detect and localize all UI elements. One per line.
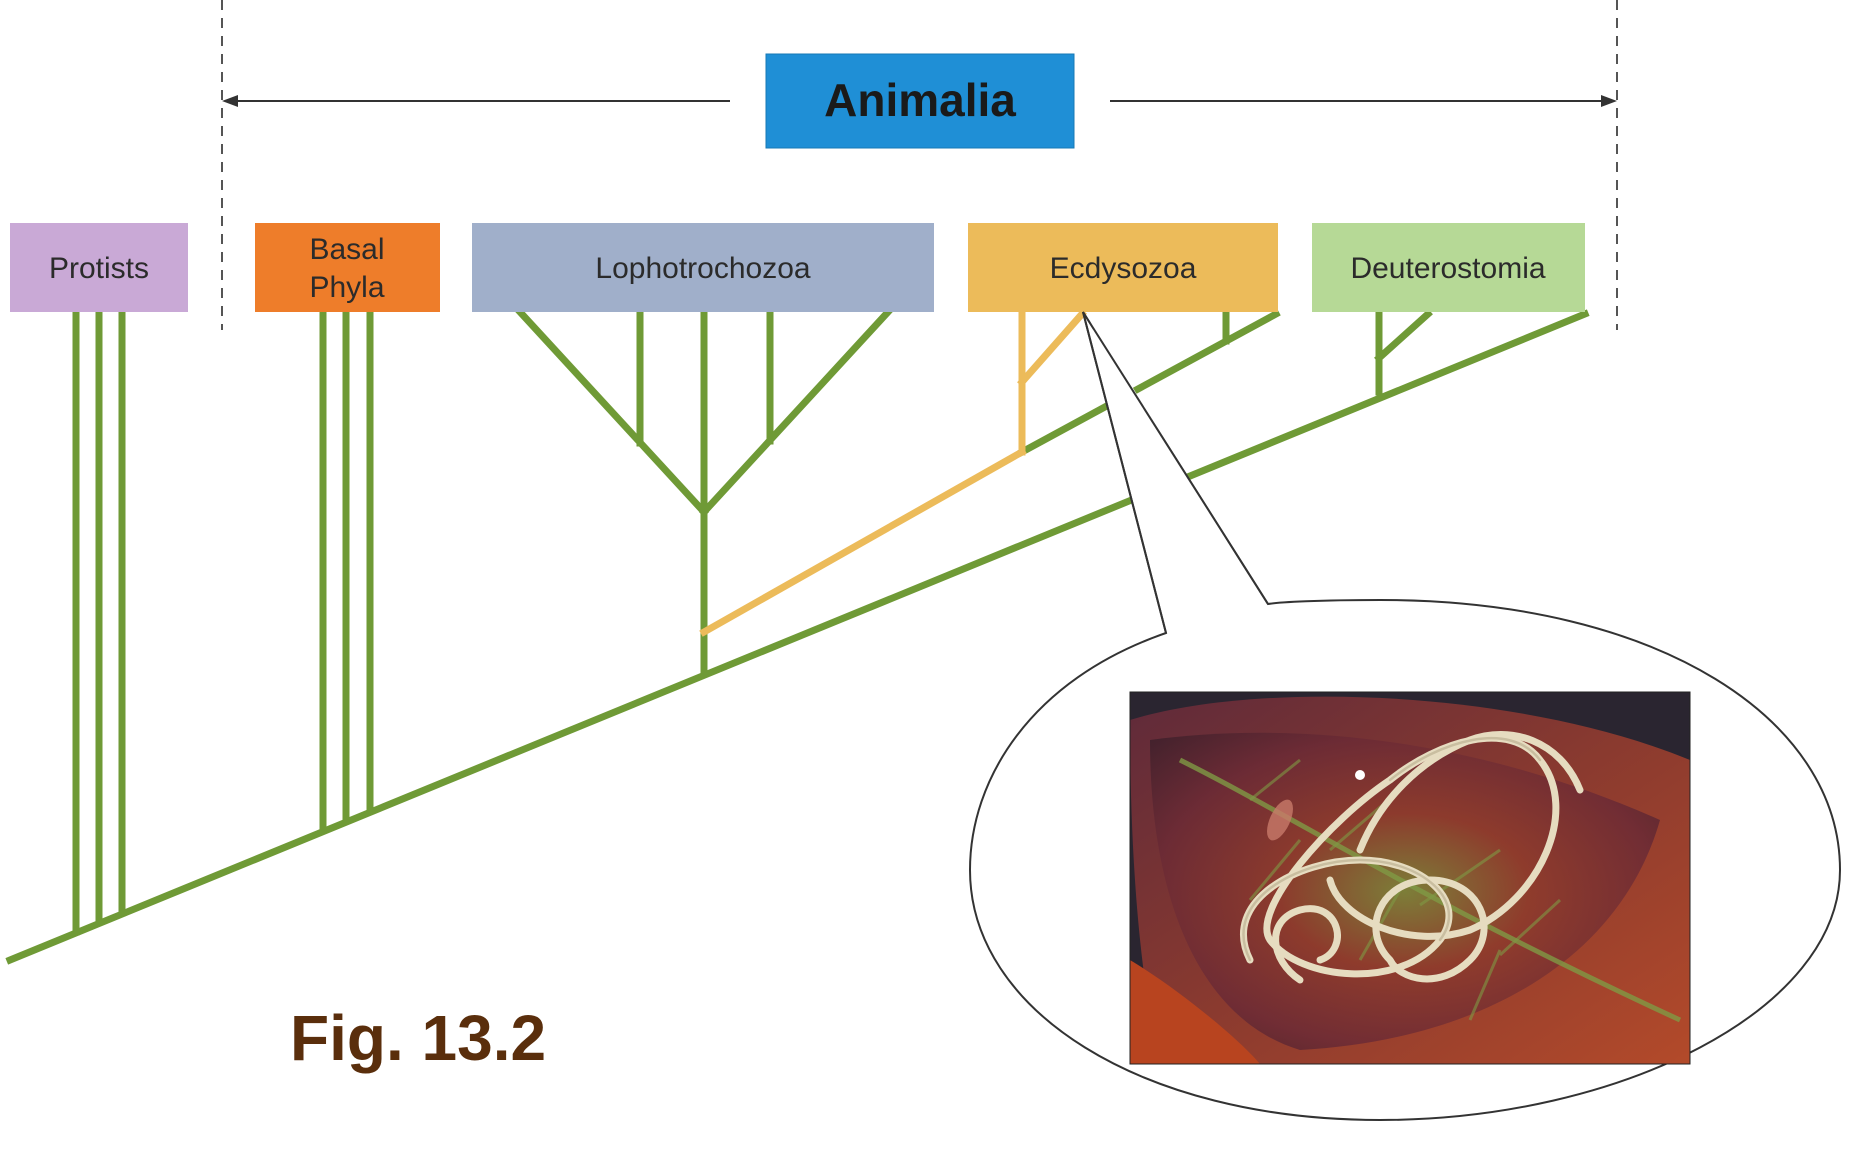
lophotrochozoa-label: Lophotrochozoa xyxy=(595,252,810,285)
animalia-header: Animalia xyxy=(765,53,1075,149)
deuterostomia-label: Deuterostomia xyxy=(1350,252,1545,285)
group-deuterostomia: Deuterostomia xyxy=(1312,223,1585,312)
nematode-on-leaf-photo xyxy=(1130,692,1690,1064)
group-lophotrochozoa: Lophotrochozoa xyxy=(472,223,934,312)
group-protists: Protists xyxy=(10,223,188,312)
basal-phyla-label-line1: Basal xyxy=(309,233,384,266)
basal-phyla-label-line2: Phyla xyxy=(309,271,384,304)
animalia-title: Animalia xyxy=(824,74,1016,126)
tree-branches xyxy=(5,307,1590,965)
ecdysozoa-highlight-branch xyxy=(699,308,1087,637)
figure-caption: Fig. 13.2 xyxy=(290,1002,546,1074)
group-ecdysozoa: Ecdysozoa xyxy=(968,223,1278,312)
ecdysozoa-label: Ecdysozoa xyxy=(1050,252,1197,285)
animalia-span-arrow xyxy=(222,95,1617,107)
group-basal-phyla: Basal Phyla xyxy=(255,223,440,312)
protists-label: Protists xyxy=(49,252,149,285)
